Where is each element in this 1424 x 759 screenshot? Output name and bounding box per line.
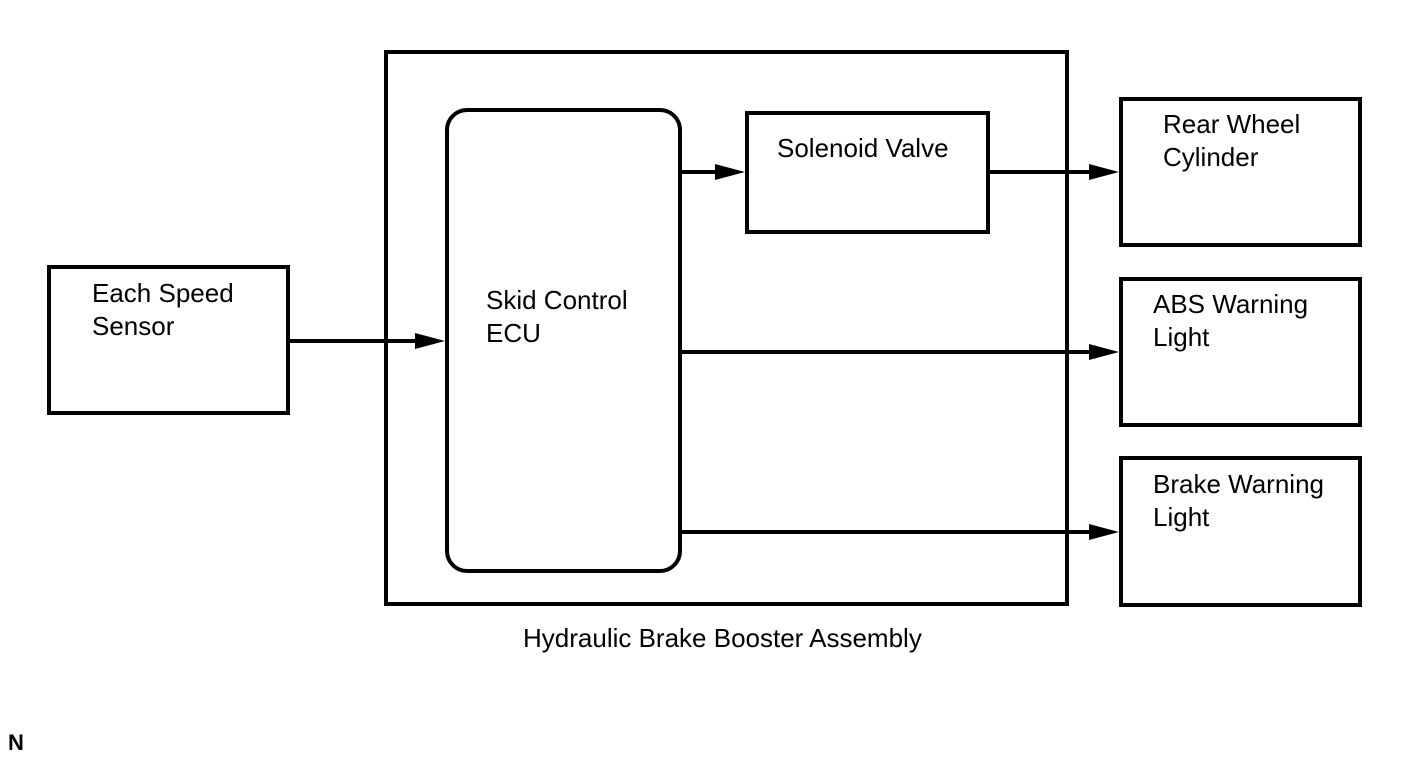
solenoid-valve-block [745, 111, 990, 234]
assembly-caption: Hydraulic Brake Booster Assembly [523, 623, 922, 653]
arrow-sensor-to-ecu-head [415, 333, 445, 349]
brake-warning-light-block [1119, 456, 1362, 607]
brake-warning-light-label: Brake Warning Light [1153, 469, 1324, 532]
arrow-ecu-to-solenoid-head [715, 164, 745, 180]
rear-wheel-cylinder-block [1119, 97, 1362, 247]
speed-sensor-block [47, 265, 290, 415]
arrow-solenoid-to-cylinder-head [1089, 164, 1119, 180]
solenoid-valve-label: Solenoid Valve [777, 133, 949, 163]
skid-control-ecu-block [445, 108, 682, 573]
arrow-ecu-to-abs-light-head [1089, 344, 1119, 360]
corner-marker: N [8, 730, 24, 755]
abs-warning-light-label: ABS Warning Light [1153, 289, 1309, 352]
rear-wheel-cylinder-label: Rear Wheel Cylinder [1163, 109, 1301, 172]
speed-sensor-label: Each Speed Sensor [92, 278, 234, 341]
abs-warning-light-block [1119, 277, 1362, 427]
arrow-ecu-to-brake-light-head [1089, 524, 1119, 540]
skid-control-ecu-label: Skid Control ECU [486, 285, 628, 348]
